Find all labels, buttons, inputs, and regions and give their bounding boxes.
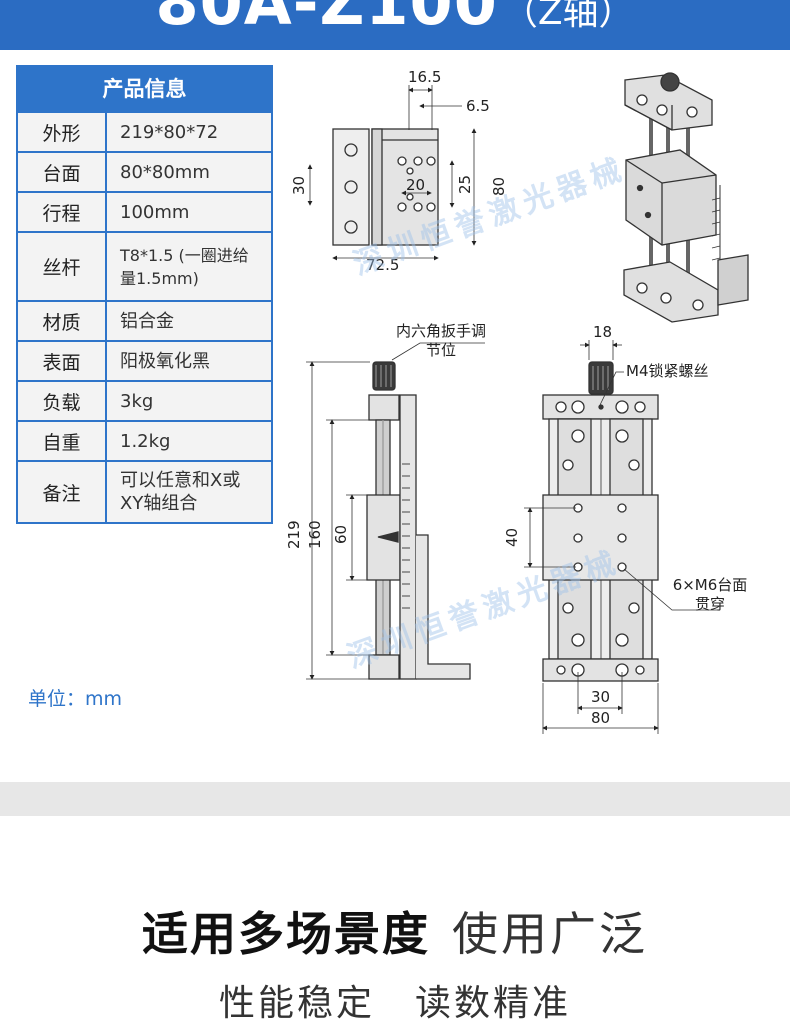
spec-label: 负载 <box>18 382 107 420</box>
isometric-view-drawing <box>623 72 749 323</box>
spec-row-table-size: 台面 80*80mm <box>18 151 271 191</box>
section-divider-band <box>0 782 790 816</box>
spec-label: 材质 <box>18 302 107 340</box>
spec-value: 80*80mm <box>120 161 210 183</box>
front-view-drawing <box>524 340 720 734</box>
spec-table: 产品信息 外形 219*80*72 台面 80*80mm 行程 100mm 丝杆… <box>16 65 273 524</box>
spec-row-lead-screw: 丝杆 T8*1.5 (一圈进给量1.5mm) <box>18 231 271 300</box>
spec-row-surface: 表面 阳极氧化黑 <box>18 340 271 380</box>
banner-model: 80A-Z100 <box>155 0 498 39</box>
slogan-subline: 性能稳定读数精准 <box>0 974 790 1026</box>
spec-label: 丝杆 <box>18 233 107 300</box>
spec-value: 3kg <box>120 390 154 412</box>
spec-value: 1.2kg <box>120 430 171 452</box>
callout-hex-key: 内六角扳手调节位 <box>395 322 486 359</box>
dim-label: 18 <box>593 323 612 341</box>
spec-value: 219*80*72 <box>120 121 219 143</box>
spec-value: T8*1.5 (一圈进给量1.5mm) <box>120 245 249 288</box>
dim-label: 30 <box>591 688 610 706</box>
spec-value: 100mm <box>120 201 190 223</box>
spec-row-travel: 行程 100mm <box>18 191 271 231</box>
spec-label: 行程 <box>18 193 107 231</box>
dim-label: 6.5 <box>466 97 490 115</box>
side-view-drawing <box>306 342 485 680</box>
dim-label: 160 <box>306 520 324 549</box>
spec-row-material: 材质 铝合金 <box>18 300 271 340</box>
dim-label: 80 <box>490 177 508 196</box>
dim-label: 80 <box>591 709 610 727</box>
technical-drawings: 16.5 6.5 30 20 25 80 72.5 <box>285 68 749 734</box>
banner-axis: （Z轴） <box>501 0 635 33</box>
spec-label: 外形 <box>18 113 107 151</box>
spec-row-notes: 备注 可以任意和X或XY轴组合 <box>18 460 271 522</box>
spec-value: 可以任意和X或XY轴组合 <box>120 470 241 514</box>
spec-value: 铝合金 <box>120 310 174 332</box>
spec-label: 表面 <box>18 342 107 380</box>
spec-value: 阳极氧化黑 <box>120 350 210 372</box>
spec-row-weight: 自重 1.2kg <box>18 420 271 460</box>
slogan-subline-a: 性能稳定 <box>218 983 375 1024</box>
top-view-drawing <box>307 85 477 261</box>
dim-label: 16.5 <box>408 68 441 86</box>
slogan-headline: 适用多场景度使用广泛 <box>0 898 790 964</box>
dim-label: 60 <box>332 525 350 544</box>
dim-label: 30 <box>290 176 308 195</box>
banner-title: 80A-Z100（Z轴） <box>0 0 790 39</box>
callout-lock-screw: M4锁紧螺丝 <box>626 362 709 380</box>
dim-label: 25 <box>456 175 474 194</box>
slogan-light: 使用广泛 <box>452 907 648 961</box>
spec-label: 自重 <box>18 422 107 460</box>
spec-row-shape: 外形 219*80*72 <box>18 111 271 151</box>
spec-label: 备注 <box>18 462 107 522</box>
dim-label: 72.5 <box>366 256 399 274</box>
dim-label: 20 <box>406 176 425 194</box>
unit-note: 单位：mm <box>28 688 123 710</box>
title-banner: 80A-Z100（Z轴） <box>0 0 790 50</box>
dim-label: 40 <box>503 528 521 547</box>
callout-mounting-holes: 6×M6台面贯穿 <box>672 576 748 613</box>
slogan-bold: 适用多场景度 <box>142 907 430 961</box>
slogan-subline-b: 读数精准 <box>415 983 572 1024</box>
spec-table-title: 产品信息 <box>18 67 271 111</box>
spec-row-load: 负载 3kg <box>18 380 271 420</box>
dim-label: 219 <box>285 520 303 549</box>
spec-label: 台面 <box>18 153 107 191</box>
